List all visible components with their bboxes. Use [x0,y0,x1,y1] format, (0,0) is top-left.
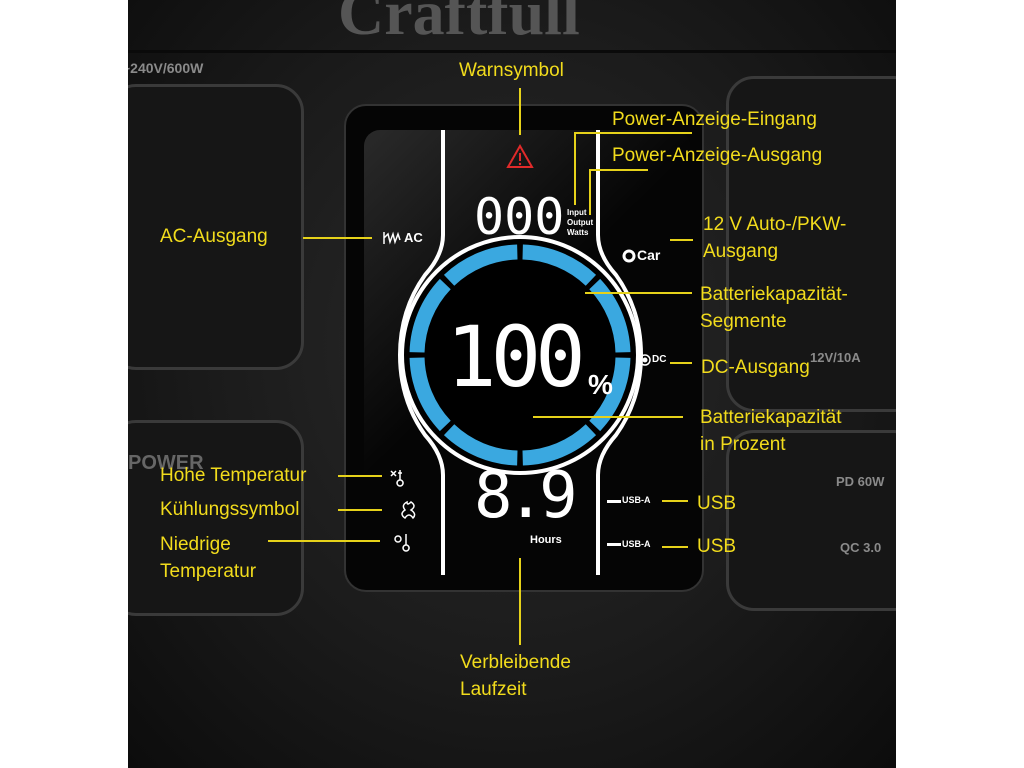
label-battery-percent-line1: Batteriekapazität [700,407,842,428]
usb-port-area [726,430,896,611]
power-text: POWER [128,452,204,474]
input-label: Input [567,208,587,217]
annotation-lines [268,88,693,645]
usb-a-label-1: USB-A [622,495,651,505]
usb-a-label-2: USB-A [622,539,651,549]
label-cooling-symbol: Kühlungssymbol [160,499,300,520]
battery-segment [589,357,631,432]
label-usb-1: USB [697,493,737,514]
dc-label: DC [652,354,667,365]
usb-icon-2 [607,543,621,546]
watt-labels: Input Output Watts [567,208,593,238]
label-power-output: Power-Anzeige-Ausgang [612,145,823,166]
label-remaining-runtime-line1: Verbleibende [460,652,571,673]
battery-segment [443,424,518,466]
battery-segment [409,357,451,432]
usb-icon-1 [607,500,621,503]
battery-segment [589,278,631,353]
lcd-frame-right [596,130,644,575]
ac-rating-text: ~240V/600W [128,60,204,76]
pd-text: PD 60W [836,474,885,489]
label-battery-segments: Batteriekapazität- Segmente [700,281,848,335]
low-temp-icon [394,534,410,552]
ring-outline [400,235,640,475]
ac-label: AC [404,230,423,245]
label-battery-percent-line2: in Prozent [700,434,786,455]
label-car-output: 12 V Auto-/PKW- Ausgang [703,211,846,265]
car-port-icon [622,249,636,263]
label-dc-output: DC-Ausgang [701,357,810,378]
label-low-temperature-line1: Niedrige [160,534,231,555]
car-label: Car [637,247,661,263]
remaining-hours: 8.9 [474,459,578,533]
label-car-output-line2: Ausgang [703,241,779,262]
dc-rating-text: 12V/10A [810,350,861,365]
ac-wave-icon [383,231,401,245]
ac-socket [128,84,304,370]
panel-divider [128,50,896,53]
power-button-area [128,420,304,616]
output-label: Output [567,218,594,227]
battery-segment [522,244,597,286]
label-car-output-line1: 12 V Auto-/PKW- [703,214,847,235]
label-low-temperature-line2: Temperatur [160,561,257,582]
product-photo: Craftfull ~240V/600W POWER 12V/10A PD 60… [128,0,896,768]
label-warning-symbol: Warnsymbol [459,60,564,81]
brand-logo: Craftfull [338,0,580,48]
label-battery-segments-line2: Segmente [700,311,787,332]
qc-text: QC 3.0 [840,540,882,555]
battery-percent: 100 [446,308,586,406]
high-temp-icon [390,470,404,487]
label-power-input: Power-Anzeige-Eingang [612,109,817,130]
battery-segment [409,278,451,353]
watts-display: 000 [474,188,565,246]
label-ac-output: AC-Ausgang [160,226,268,247]
label-remaining-runtime-line2: Laufzeit [460,679,527,700]
percent-sign: % [588,369,613,400]
label-usb-2: USB [697,536,737,557]
battery-segment [443,244,518,286]
cooling-fan-icon [401,500,416,520]
label-battery-percent: Batteriekapazität in Prozent [700,404,842,458]
dc-port-icon [639,354,651,366]
warning-icon [506,143,534,168]
label-battery-segments-line1: Batteriekapazität- [700,284,848,305]
hours-label: Hours [530,534,562,546]
battery-segment [522,424,597,466]
car-socket [726,76,896,412]
battery-ring [400,235,640,475]
label-high-temperature: Hohe Temperatur [160,465,307,486]
watts-label: Watts [567,228,589,237]
